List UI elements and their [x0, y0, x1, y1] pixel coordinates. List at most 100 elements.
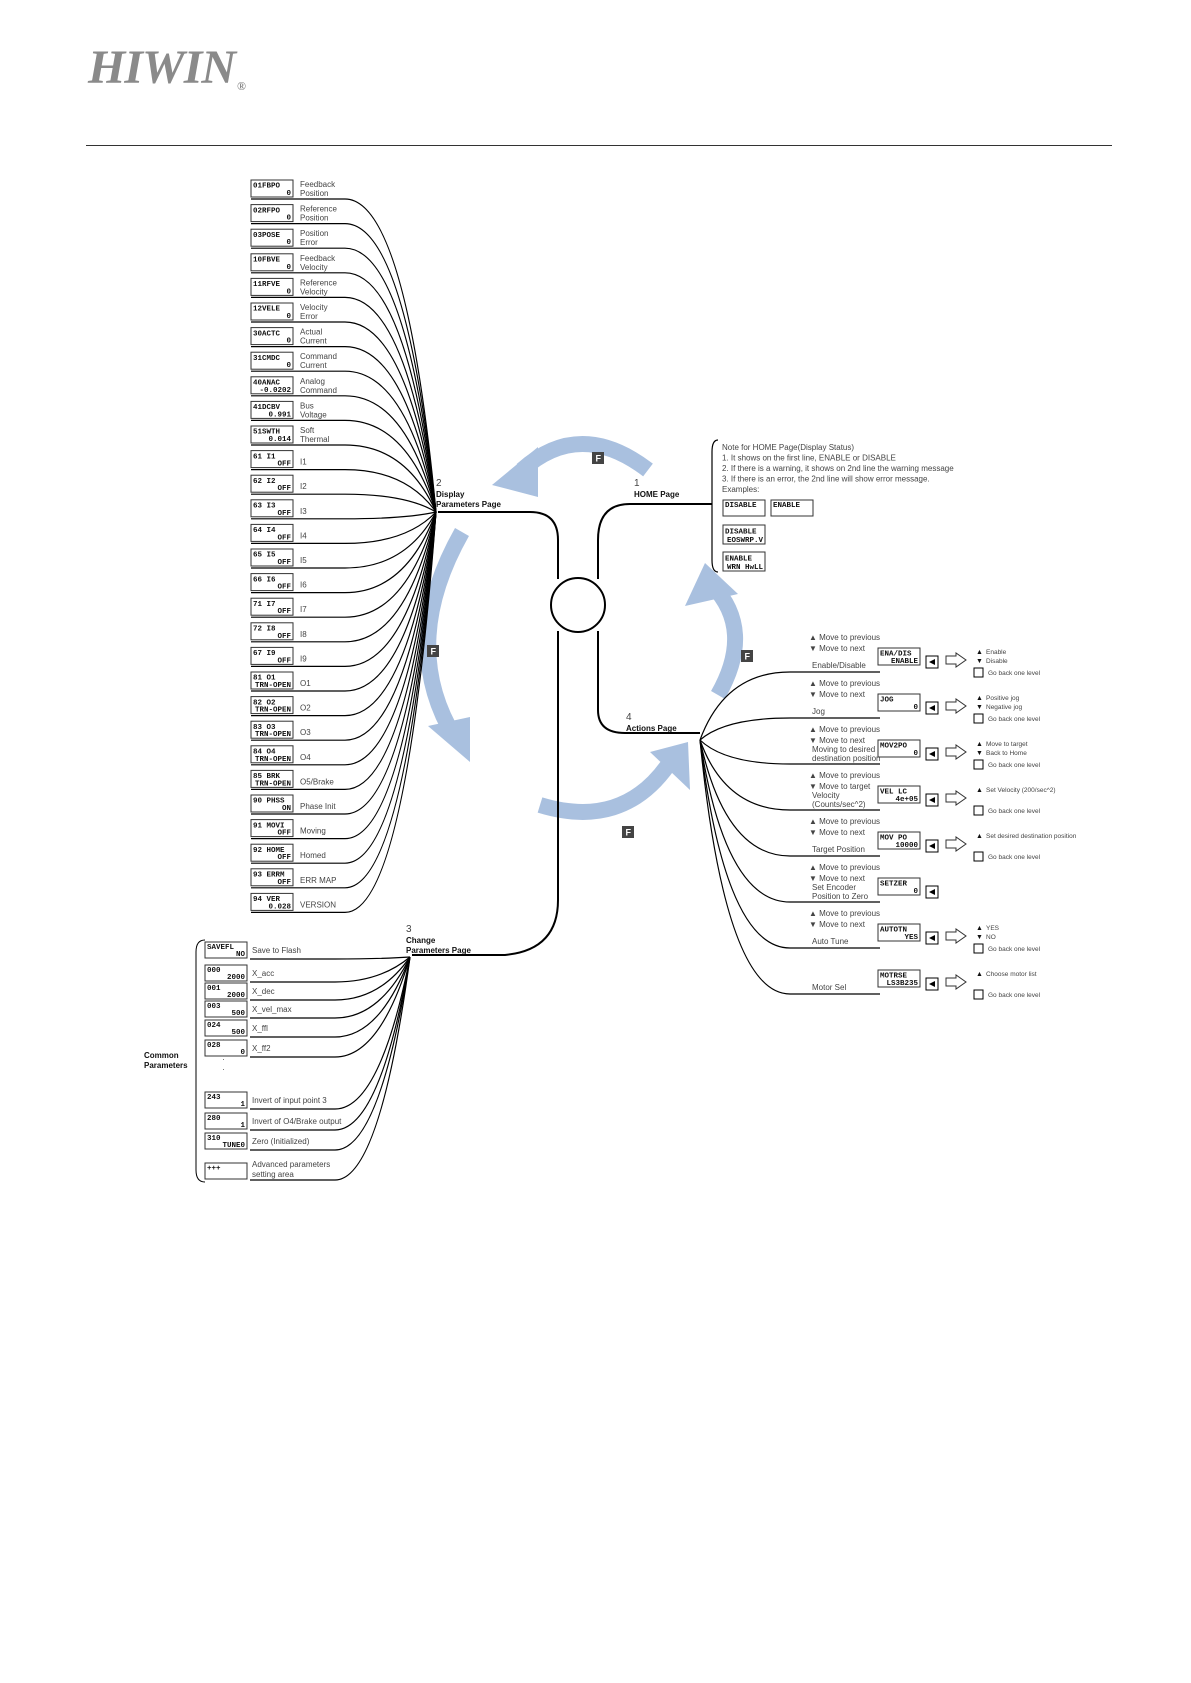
display-param-lcd-line2: 0	[286, 264, 291, 272]
display-param-lcd-line1: 62 I2	[253, 478, 276, 486]
enter-key-glyph	[929, 751, 935, 757]
action-lcd-frame	[877, 647, 921, 666]
change-param-lcd-line1: 310	[207, 1135, 221, 1143]
action-nav-hint: ▼ Move to next	[809, 736, 866, 745]
change-branch-line	[250, 956, 411, 1110]
display-param-lcd-line2: 0	[286, 215, 291, 223]
action-lcd-frame	[877, 923, 921, 942]
select-arrow-icon	[945, 790, 967, 806]
action-label-line: Moving to desired	[812, 745, 875, 754]
home-note-line: Examples:	[722, 485, 759, 494]
display-param-lcd: 40ANAC-0.0202	[250, 376, 294, 395]
f-key-label: F	[596, 454, 602, 464]
change-branch-line	[250, 956, 411, 1058]
action-lcd-line2: 0	[913, 704, 918, 712]
cycle-arrowhead-change-to-actions	[650, 742, 690, 790]
display-param-lcd-frame	[250, 400, 294, 419]
change-param-lcd-line2: 1	[240, 1101, 245, 1109]
action-option: Set Velocity (200/sec^2)	[986, 787, 1056, 794]
change-param-lcd-frame	[204, 964, 248, 982]
display-param-label: Phase Init	[300, 802, 336, 811]
action-label-line: Target Position	[812, 845, 865, 854]
center-knob	[550, 577, 606, 633]
display-param-label-line: I8	[300, 630, 307, 639]
action-back-hint: Go back one level	[988, 992, 1041, 999]
display-branch-line	[251, 511, 437, 913]
display-branch-line	[251, 511, 437, 741]
display-branch-line	[251, 511, 437, 618]
display-param-lcd-frame	[250, 351, 294, 370]
change-param-label: X_acc	[252, 969, 274, 978]
display-param-lcd-line2: 0.991	[268, 411, 291, 419]
display-branch-line	[251, 511, 437, 717]
display-param-label-line: I2	[300, 482, 307, 491]
display-branch-line	[251, 511, 437, 544]
action-lcd-line2: YES	[904, 934, 918, 942]
action-label-line: Jog	[812, 707, 825, 716]
action-lcd-line1: ENA/DIS	[880, 651, 912, 659]
change-param-label: X_dec	[252, 987, 275, 996]
f-key-icon	[622, 826, 634, 838]
action-lcd-line2: LS3B235	[886, 980, 918, 988]
display-param-label-line: Position	[300, 229, 328, 238]
action-lcd-line2: 0	[913, 750, 918, 758]
action-back-hint: Go back one level	[988, 670, 1041, 677]
action-lcd-frame	[877, 877, 921, 896]
back-key-icon	[973, 759, 984, 770]
display-param-lcd-line1: 10FBVE	[253, 256, 281, 264]
display-param-lcd-line1: 03POSE	[253, 232, 281, 240]
cycle-arrowhead-actions-to-home	[685, 563, 738, 606]
display-branch-line	[251, 511, 437, 790]
enter-key-glyph	[929, 843, 935, 849]
display-param-lcd-line2: TRN-OPEN	[255, 682, 291, 690]
home-example-enable-warning-line2: WRN HwLL	[727, 564, 764, 572]
display-branch-line	[251, 469, 437, 513]
common-params-brace	[195, 939, 206, 1183]
action-label-line: Set Encoder	[812, 883, 856, 892]
change-param-lcd-line2: 1	[240, 1122, 245, 1130]
display-param-label-line: Moving	[300, 827, 326, 836]
display-branch-line	[251, 511, 437, 766]
action-lcd-line1: JOG	[880, 697, 894, 705]
change-param-lcd-frame	[204, 1132, 248, 1150]
display-param-lcd-line1: 90 PHSS	[253, 798, 285, 806]
display-param-lcd-line2: TRN-OPEN	[255, 707, 291, 715]
back-key-icon	[973, 713, 984, 724]
change-param-lcd-line1: 243	[207, 1094, 221, 1102]
action-nav-hint: ▼ Move to next	[809, 920, 866, 929]
change-param-lcd-line2: TUNE0	[222, 1142, 245, 1150]
display-param-lcd-line1: 31CMDC	[253, 355, 281, 363]
display-param-label-line: Position	[300, 189, 328, 198]
change-param-lcd-line2: 500	[231, 1010, 245, 1018]
display-param-label: Homed	[300, 851, 326, 860]
display-branch-line	[251, 419, 437, 513]
change-param-label-line: Invert of O4/Brake output	[252, 1117, 342, 1126]
display-param-label-line: I6	[300, 581, 307, 590]
select-arrow-icon	[945, 836, 967, 852]
action-option: Back to Home	[986, 750, 1027, 757]
display-param-label: I9	[300, 654, 307, 663]
action-label-line: Enable/Disable	[812, 661, 866, 670]
enter-key-glyph	[929, 797, 935, 803]
action-option: Positive jog	[986, 695, 1020, 702]
back-key-icon	[973, 805, 984, 816]
display-param-label-line: Velocity	[300, 303, 328, 312]
action-lcd-frame	[877, 785, 921, 804]
hiwin-logo: HIWIN®	[88, 44, 246, 93]
home-example-enable-line1: ENABLE	[773, 502, 801, 510]
action-branch-line	[699, 717, 880, 741]
display-param-lcd-line2: OFF	[277, 608, 291, 616]
change-param-lcd-line1: +++	[207, 1165, 221, 1173]
display-branch-line	[251, 370, 437, 513]
